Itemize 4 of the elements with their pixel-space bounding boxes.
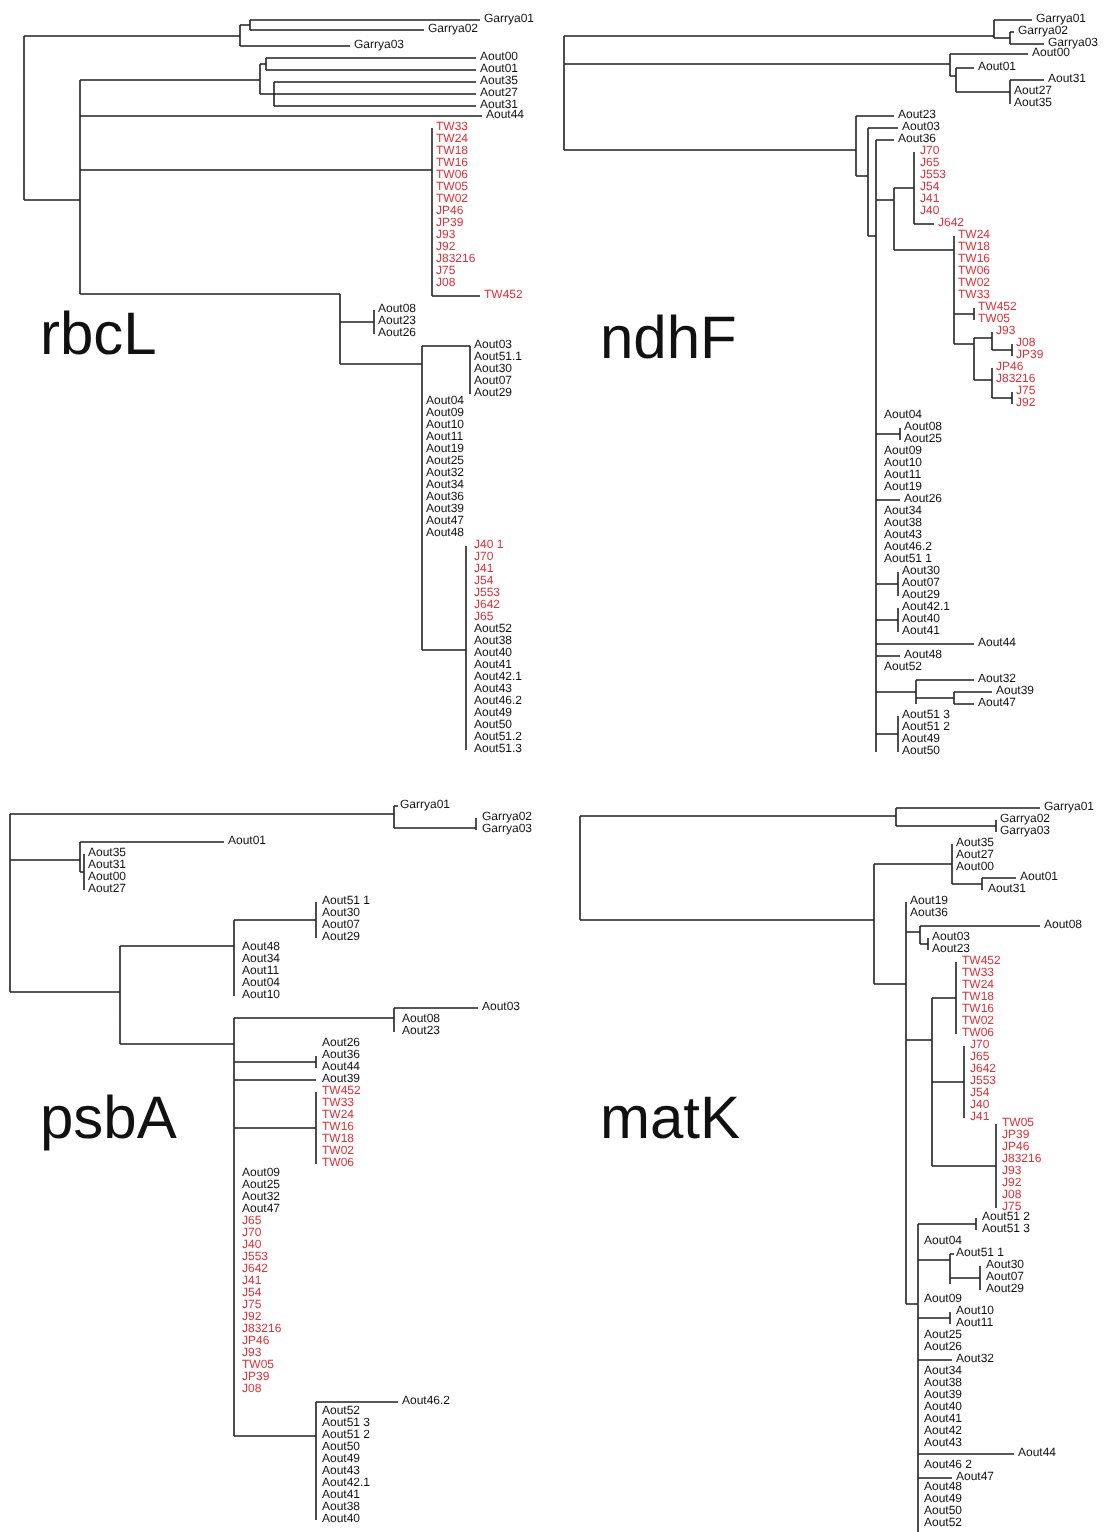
gene-title: psbA	[40, 1088, 177, 1152]
gene-title: ndhF	[600, 308, 737, 372]
gene-title: matK	[600, 1088, 741, 1152]
gene-title: rbcL	[40, 304, 157, 368]
